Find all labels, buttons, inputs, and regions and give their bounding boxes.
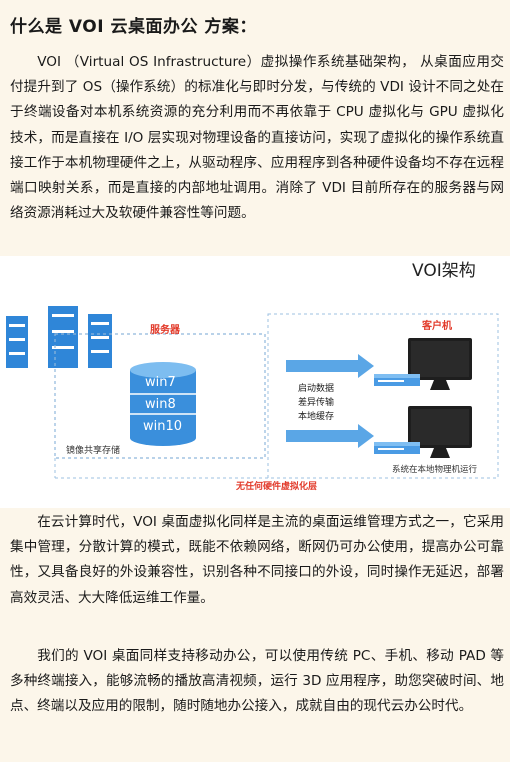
client-label: 客户机 <box>421 319 452 332</box>
diagram-title: VOI架构 <box>412 261 476 281</box>
system-boundary <box>267 313 499 479</box>
server-rack-icon <box>48 306 78 368</box>
paragraph-intro: VOI （Virtual OS Infrastructure）虚拟操作系统基础架… <box>10 54 504 222</box>
transfer-label: 差异传输 <box>298 396 334 408</box>
runtime-label: 系统在本地物理机运行 <box>392 464 478 475</box>
client-computer-icon <box>374 338 472 390</box>
server-rack-icon <box>6 316 28 368</box>
page-title: 什么是 VOI 云桌面办公 方案： <box>10 17 257 37</box>
os-layer-label: win10 <box>143 419 182 434</box>
paragraph-mobile-office: 我们的 VOI 桌面同样支持移动办公，可以使用传统 PC、手机、移动 PAD 等… <box>10 648 504 715</box>
transfer-arrow-icon <box>286 424 374 448</box>
server-boundary <box>54 333 266 459</box>
voi-architecture-diagram: VOI架构 服务器 <box>0 256 510 508</box>
paragraph-cloud-era: 在云计算时代，VOI 桌面虚拟化同样是主流的桌面运维管理方式之一，它采用集中管理… <box>10 514 504 606</box>
server-rack-icon <box>88 314 112 368</box>
os-layer-label: win8 <box>145 397 176 412</box>
client-computer-icon <box>374 406 472 458</box>
os-image-database-icon <box>130 362 196 446</box>
server-label: 服务器 <box>150 323 181 336</box>
transfer-arrow-icon <box>286 354 374 378</box>
transfer-label: 启动数据 <box>298 382 334 394</box>
hardware-layer-label: 无任何硬件虚拟化层 <box>235 480 317 492</box>
transfer-label: 本地缓存 <box>298 410 334 422</box>
os-layer-label: win7 <box>145 375 176 390</box>
storage-label: 镜像共享存储 <box>66 444 120 456</box>
